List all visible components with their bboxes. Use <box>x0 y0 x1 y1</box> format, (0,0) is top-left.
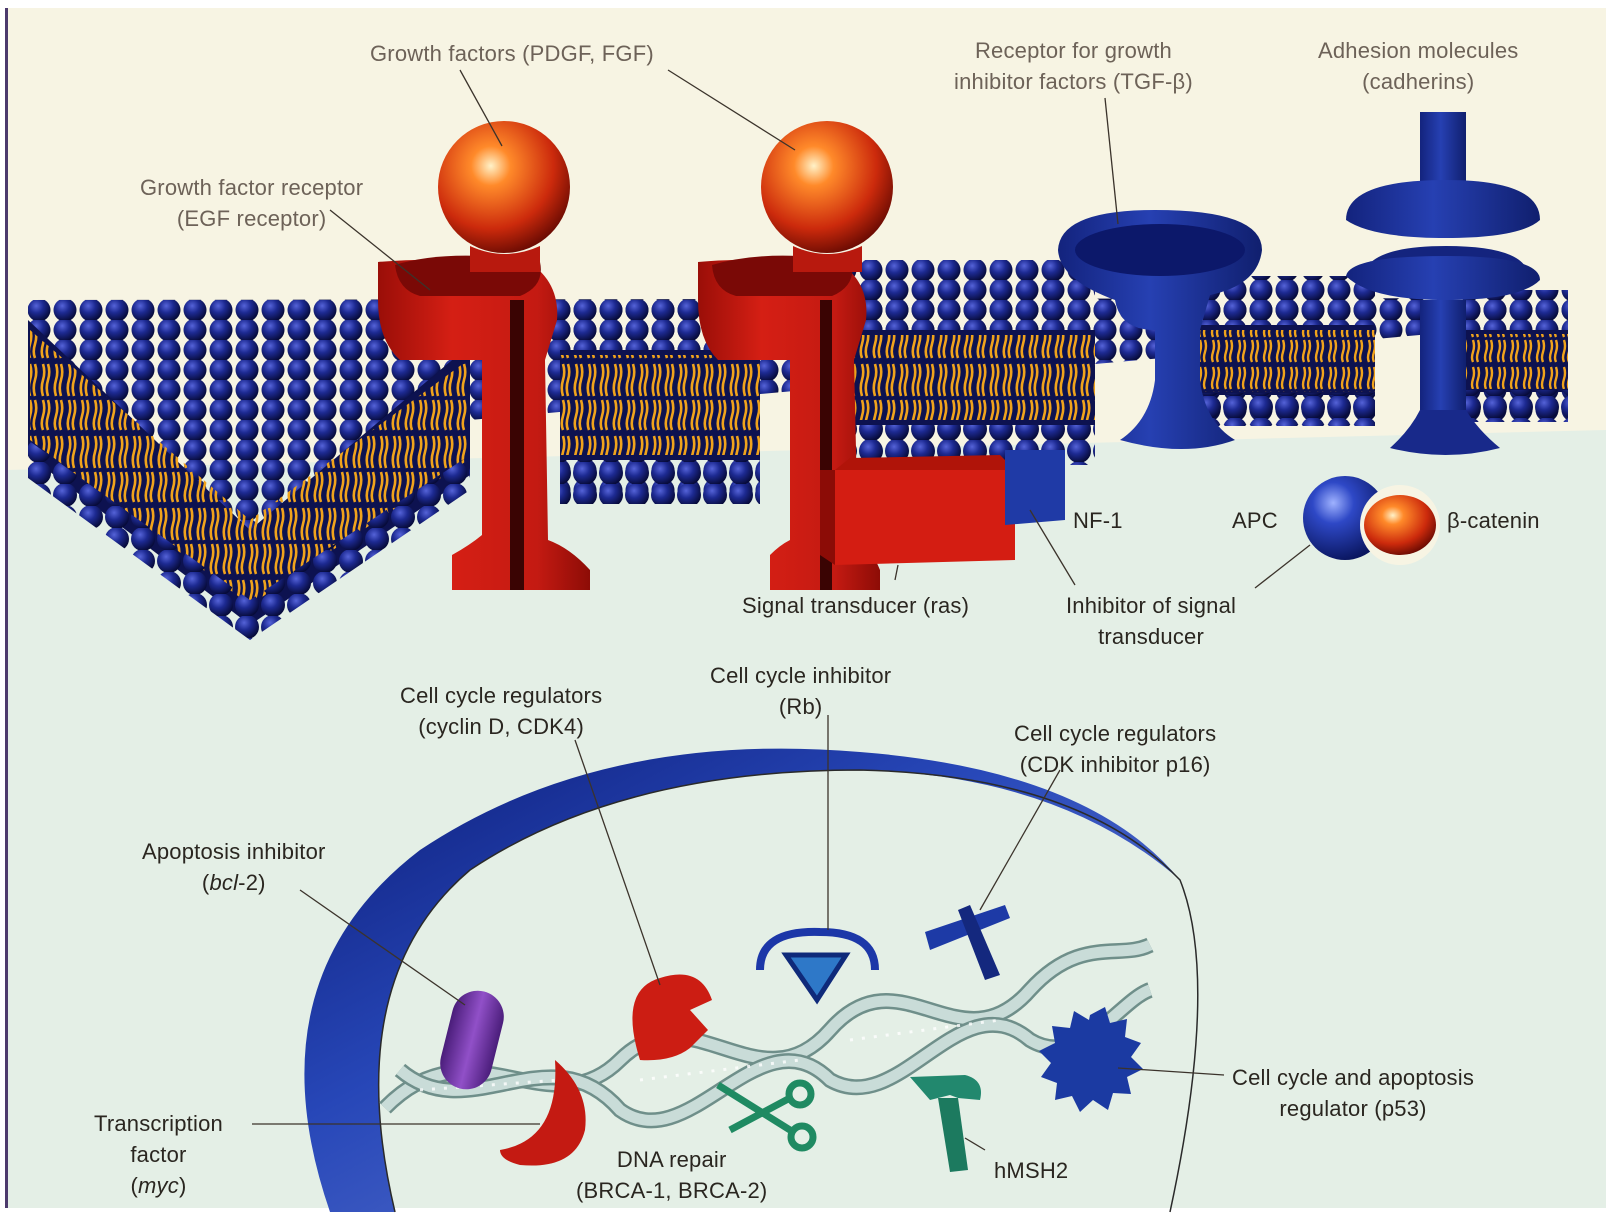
p53-line2: regulator (p53) <box>1232 1093 1474 1124</box>
apoptosis-inhibitor-line2: (bcl-2) <box>142 867 326 898</box>
transcription-open-paren: ( <box>130 1173 138 1198</box>
nf1-block <box>1005 450 1065 525</box>
label-cell-cycle-inhibitor: Cell cycle inhibitor (Rb) <box>710 660 891 722</box>
cell-cycle-inhibitor-line2: (Rb) <box>710 691 891 722</box>
apoptosis-gene-suffix: -2) <box>238 870 266 895</box>
p16-line2: (CDK inhibitor p16) <box>1014 749 1216 780</box>
label-tgf-receptor: Receptor for growth inhibitor factors (T… <box>954 35 1193 97</box>
label-inhibitor-signal: Inhibitor of signal transducer <box>1066 590 1236 652</box>
label-p53: Cell cycle and apoptosis regulator (p53) <box>1232 1062 1474 1124</box>
tgf-receptor-line1: Receptor for growth <box>954 35 1193 66</box>
label-signal-transducer: Signal transducer (ras) <box>742 590 969 621</box>
p16-line1: Cell cycle regulators <box>1014 718 1216 749</box>
growth-factors-text: Growth factors (PDGF, FGF) <box>370 38 654 69</box>
growth-factor-receptor-line2: (EGF receptor) <box>140 203 363 234</box>
label-adhesion: Adhesion molecules (cadherins) <box>1318 35 1519 97</box>
label-apoptosis-inhibitor: Apoptosis inhibitor (bcl-2) <box>142 836 326 898</box>
label-p16: Cell cycle regulators (CDK inhibitor p16… <box>1014 718 1216 780</box>
beta-catenin-sphere <box>1364 495 1436 555</box>
adhesion-line1: Adhesion molecules <box>1318 35 1519 66</box>
label-apc: APC <box>1232 505 1278 536</box>
apoptosis-inhibitor-line1: Apoptosis inhibitor <box>142 836 326 867</box>
dna-repair-line1: DNA repair <box>576 1144 767 1175</box>
label-beta-catenin: β-catenin <box>1447 505 1540 536</box>
label-nf1: NF-1 <box>1073 505 1123 536</box>
p53-line1: Cell cycle and apoptosis <box>1232 1062 1474 1093</box>
label-cyclin: Cell cycle regulators (cyclin D, CDK4) <box>400 680 602 742</box>
transcription-gene-name: myc <box>138 1173 179 1198</box>
label-growth-factor-receptor: Growth factor receptor (EGF receptor) <box>140 172 363 234</box>
hmsh2-text: hMSH2 <box>994 1155 1068 1186</box>
ras-block <box>820 455 1015 565</box>
growth-factor-receptor-line1: Growth factor receptor <box>140 172 363 203</box>
cyclin-line1: Cell cycle regulators <box>400 680 602 711</box>
cell-cycle-inhibitor-line1: Cell cycle inhibitor <box>710 660 891 691</box>
apoptosis-gene-name: bcl <box>209 870 238 895</box>
label-dna-repair: DNA repair (BRCA-1, BRCA-2) <box>576 1144 767 1206</box>
cyclin-line2: (cyclin D, CDK4) <box>400 711 602 742</box>
dna-repair-line2: (BRCA-1, BRCA-2) <box>576 1175 767 1206</box>
tgf-receptor-line2: inhibitor factors (TGF-β) <box>954 66 1193 97</box>
growth-factor-sphere-left <box>438 121 570 253</box>
transcription-close-paren: ) <box>179 1173 187 1198</box>
signal-transducer-text: Signal transducer (ras) <box>742 590 969 621</box>
label-hmsh2: hMSH2 <box>994 1155 1068 1186</box>
transcription-line2: factor <box>94 1139 223 1170</box>
beta-catenin-text: β-catenin <box>1447 505 1540 536</box>
inhibitor-signal-line2: transducer <box>1066 621 1236 652</box>
inhibitor-signal-line1: Inhibitor of signal <box>1066 590 1236 621</box>
label-transcription-factor: Transcription factor (myc) <box>94 1108 223 1201</box>
apc-text: APC <box>1232 505 1278 536</box>
adhesion-line2: (cadherins) <box>1318 66 1519 97</box>
nf1-text: NF-1 <box>1073 505 1123 536</box>
transcription-line3: (myc) <box>94 1170 223 1201</box>
transcription-line1: Transcription <box>94 1108 223 1139</box>
label-growth-factors: Growth factors (PDGF, FGF) <box>370 38 654 69</box>
